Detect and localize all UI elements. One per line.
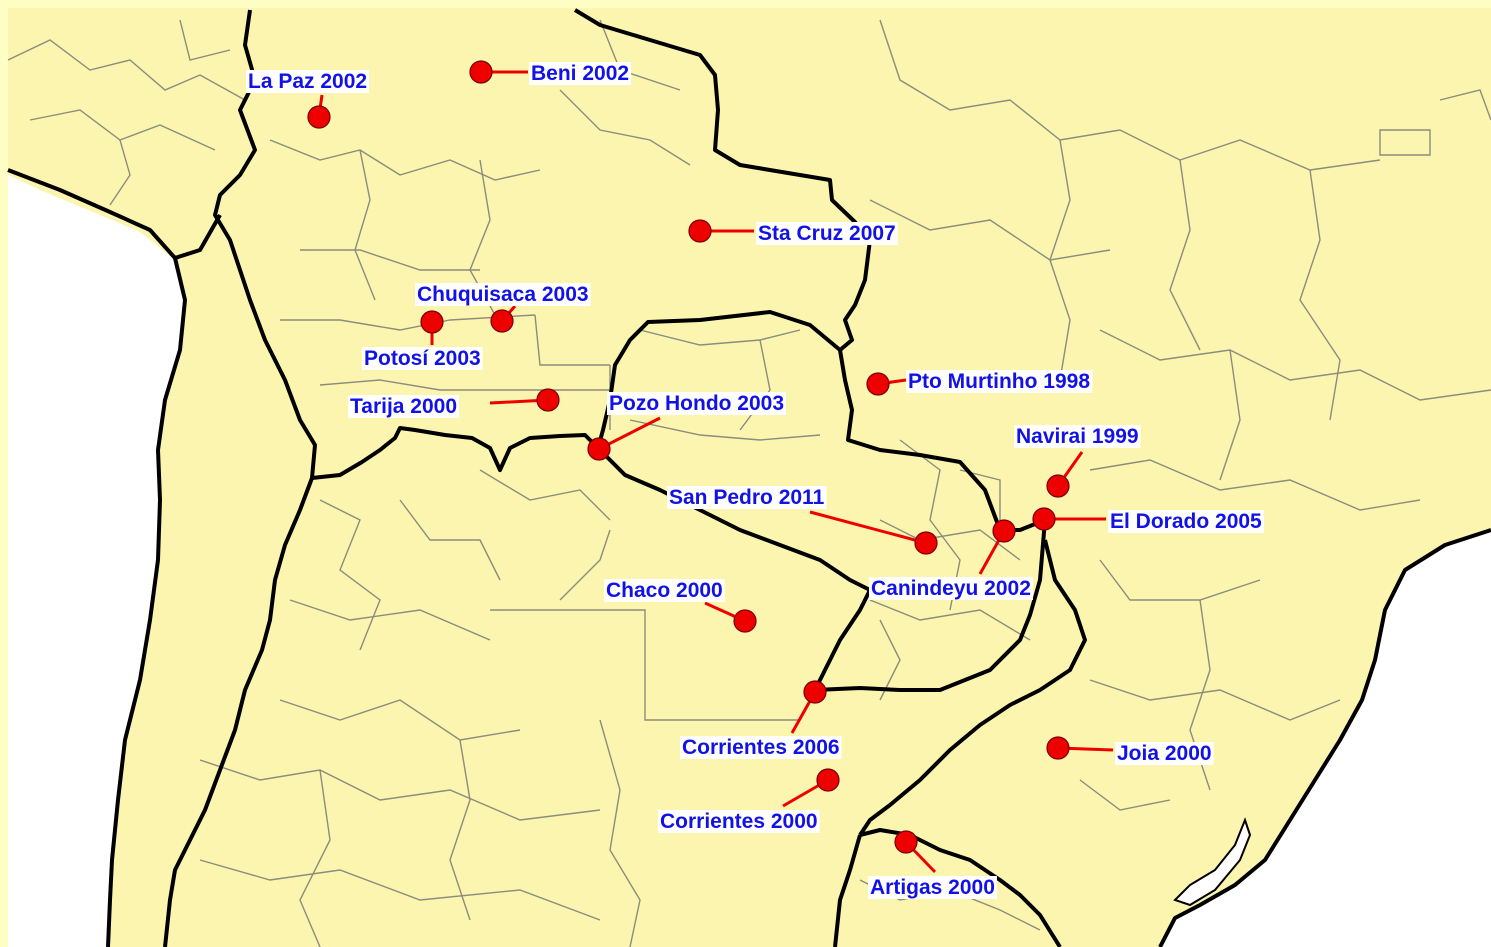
label-chuquisaca: Chuquisaca 2003 xyxy=(417,283,589,306)
label-background xyxy=(1115,742,1214,765)
label-canindeyu: Canindeyu 2002 xyxy=(871,577,1031,600)
label-background xyxy=(529,62,632,85)
marker-la-paz[interactable] xyxy=(307,105,331,129)
label-background xyxy=(658,810,820,833)
label-san-pedro: San Pedro 2011 xyxy=(669,486,825,509)
label-background xyxy=(868,876,997,899)
label-pozo-hondo: Pozo Hondo 2003 xyxy=(609,392,784,415)
label-background xyxy=(348,395,460,418)
label-background xyxy=(607,392,787,415)
label-background xyxy=(246,70,370,93)
markers xyxy=(307,60,1070,854)
marker-corrientes-2006[interactable] xyxy=(803,680,827,704)
marker-san-pedro[interactable] xyxy=(914,531,938,555)
marker-labels: La Paz 2002 Beni 2002 Sta Cruz 2007 Chuq… xyxy=(246,62,1265,899)
label-background xyxy=(906,370,1093,393)
marker-artigas[interactable] xyxy=(894,830,918,854)
label-potosi: Potosí 2003 xyxy=(364,347,481,370)
marker-chuquisaca[interactable] xyxy=(490,309,514,333)
label-tarija: Tarija 2000 xyxy=(350,395,457,418)
label-background xyxy=(869,577,1033,600)
marker-corrientes-2000[interactable] xyxy=(816,768,840,792)
marker-navirai[interactable] xyxy=(1046,474,1070,498)
label-corrientes-2006: Corrientes 2006 xyxy=(682,736,840,759)
label-background xyxy=(667,486,827,509)
subdivision-boundaries xyxy=(7,19,1491,947)
label-la-paz: La Paz 2002 xyxy=(248,70,367,93)
marker-el-dorado[interactable] xyxy=(1032,507,1056,531)
label-artigas: Artigas 2000 xyxy=(870,876,995,899)
marker-canindeyu[interactable] xyxy=(992,519,1016,543)
label-background xyxy=(1014,425,1141,448)
label-chaco: Chaco 2000 xyxy=(606,579,723,602)
label-background xyxy=(362,347,483,370)
marker-joia[interactable] xyxy=(1046,736,1070,760)
marker-potosi[interactable] xyxy=(420,310,444,334)
label-background xyxy=(1108,510,1265,533)
label-background xyxy=(415,283,591,306)
label-el-dorado: El Dorado 2005 xyxy=(1110,510,1262,533)
marker-pozo-hondo[interactable] xyxy=(587,437,611,461)
label-background xyxy=(604,579,725,602)
pacific-ocean xyxy=(8,175,185,947)
land-area xyxy=(8,8,1491,947)
label-background xyxy=(756,222,898,245)
marker-beni[interactable] xyxy=(469,60,493,84)
atlantic-ocean xyxy=(1160,530,1491,947)
marker-chaco[interactable] xyxy=(733,609,757,633)
label-corrientes-2000: Corrientes 2000 xyxy=(660,810,818,833)
lagoon xyxy=(1173,817,1252,907)
marker-pto-murtinho[interactable] xyxy=(866,372,890,396)
marker-sta-cruz[interactable] xyxy=(688,219,712,243)
marker-tarija[interactable] xyxy=(536,388,560,412)
label-beni: Beni 2002 xyxy=(531,62,629,85)
label-pto-murtinho: Pto Murtinho 1998 xyxy=(908,370,1090,393)
leader-san-pedro xyxy=(809,510,927,545)
label-sta-cruz: Sta Cruz 2007 xyxy=(758,222,896,245)
label-background xyxy=(680,736,842,759)
label-joia: Joia 2000 xyxy=(1117,742,1212,765)
label-navirai: Navirai 1999 xyxy=(1016,425,1139,448)
